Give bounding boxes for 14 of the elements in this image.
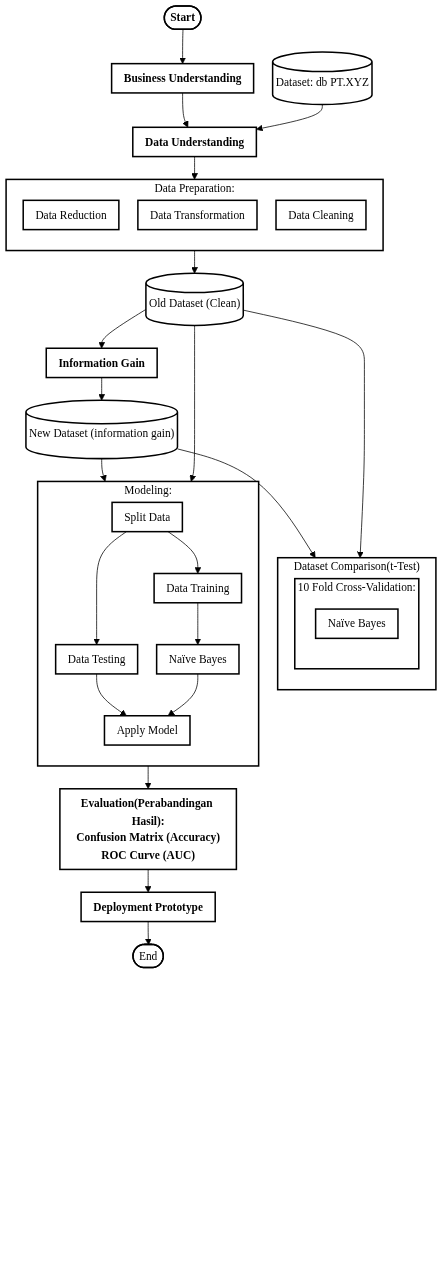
node-box: Naïve Bayes xyxy=(314,608,399,640)
node-box: Evaluation(Perabandingan Hasil): Confusion Matrix (Accuracy) ROC Curve (AUC) xyxy=(59,788,238,871)
node-box: Data Training xyxy=(153,572,243,604)
node-box: Naïve Bayes xyxy=(155,643,240,675)
node-box: Information Gain xyxy=(45,347,158,379)
node-box: Data Cleaning xyxy=(275,199,367,231)
node-box: Data Understanding xyxy=(132,126,258,158)
node-box: Data Transformation xyxy=(137,199,258,231)
node-box: Data Testing xyxy=(54,643,139,675)
node-box: Split Data xyxy=(111,501,184,533)
node-box: Apply Model xyxy=(103,715,191,746)
node-box: Business Understanding xyxy=(110,62,255,94)
node-box: Deployment Prototype xyxy=(80,891,216,923)
node-box: Data Reduction xyxy=(22,199,120,231)
